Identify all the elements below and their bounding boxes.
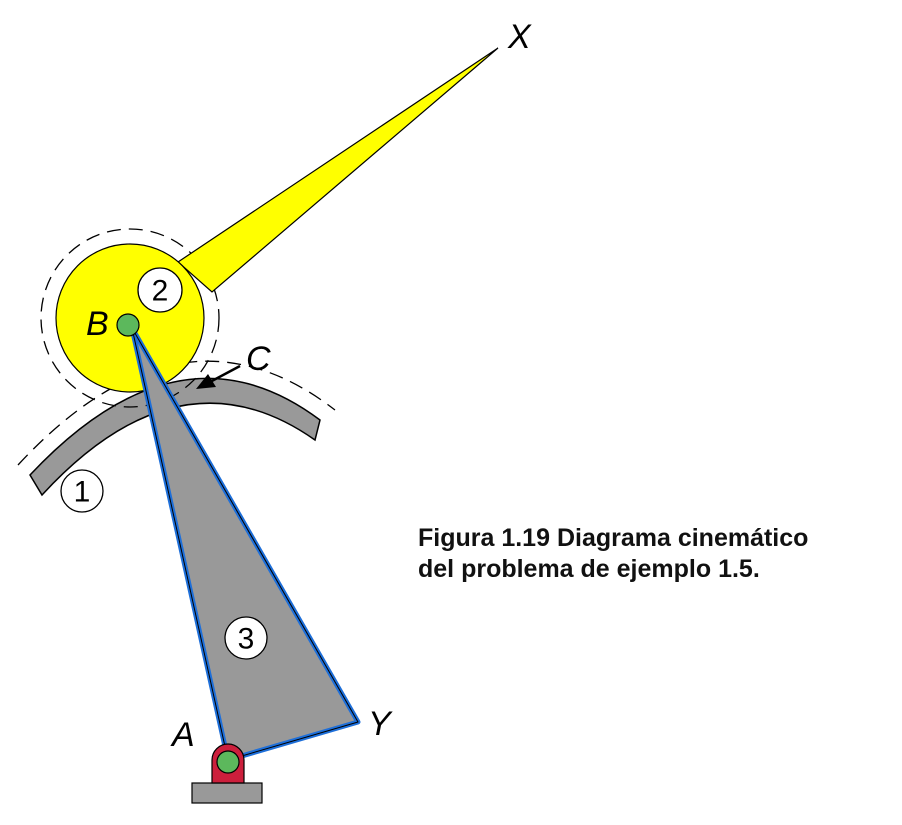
link-3-number-circle: [224, 616, 268, 660]
link-1-dashed-outline: [17, 360, 336, 466]
label-y: Y: [368, 705, 393, 743]
link-1-curved-slot: [29, 377, 321, 497]
caption-line-2: del problema de ejemplo 1.5.: [418, 555, 760, 583]
link-3-number: 3: [238, 623, 255, 656]
link-2-number-circle: [137, 267, 183, 313]
ground-base: [191, 782, 263, 804]
link-2-arm: [177, 47, 499, 293]
label-a: A: [170, 716, 195, 754]
contact-arrowhead-c: [196, 374, 216, 389]
link-2-number: 2: [152, 275, 169, 308]
figure-caption: Figura 1.19 Diagrama cinemático del prob…: [418, 523, 888, 585]
link-1-number: 1: [74, 476, 91, 509]
pin-a: [216, 750, 240, 774]
contact-arrow-c: [209, 364, 241, 384]
label-x: X: [507, 18, 532, 56]
label-b: B: [86, 305, 109, 343]
link-1-number-circle: [60, 469, 104, 513]
pin-b: [116, 313, 140, 337]
link-3-triangle-edge: [131, 327, 359, 761]
link-2-dashed-outline: [40, 228, 220, 408]
caption-line-1: Figura 1.19 Diagrama cinemático: [418, 524, 809, 552]
label-c: C: [246, 340, 271, 378]
